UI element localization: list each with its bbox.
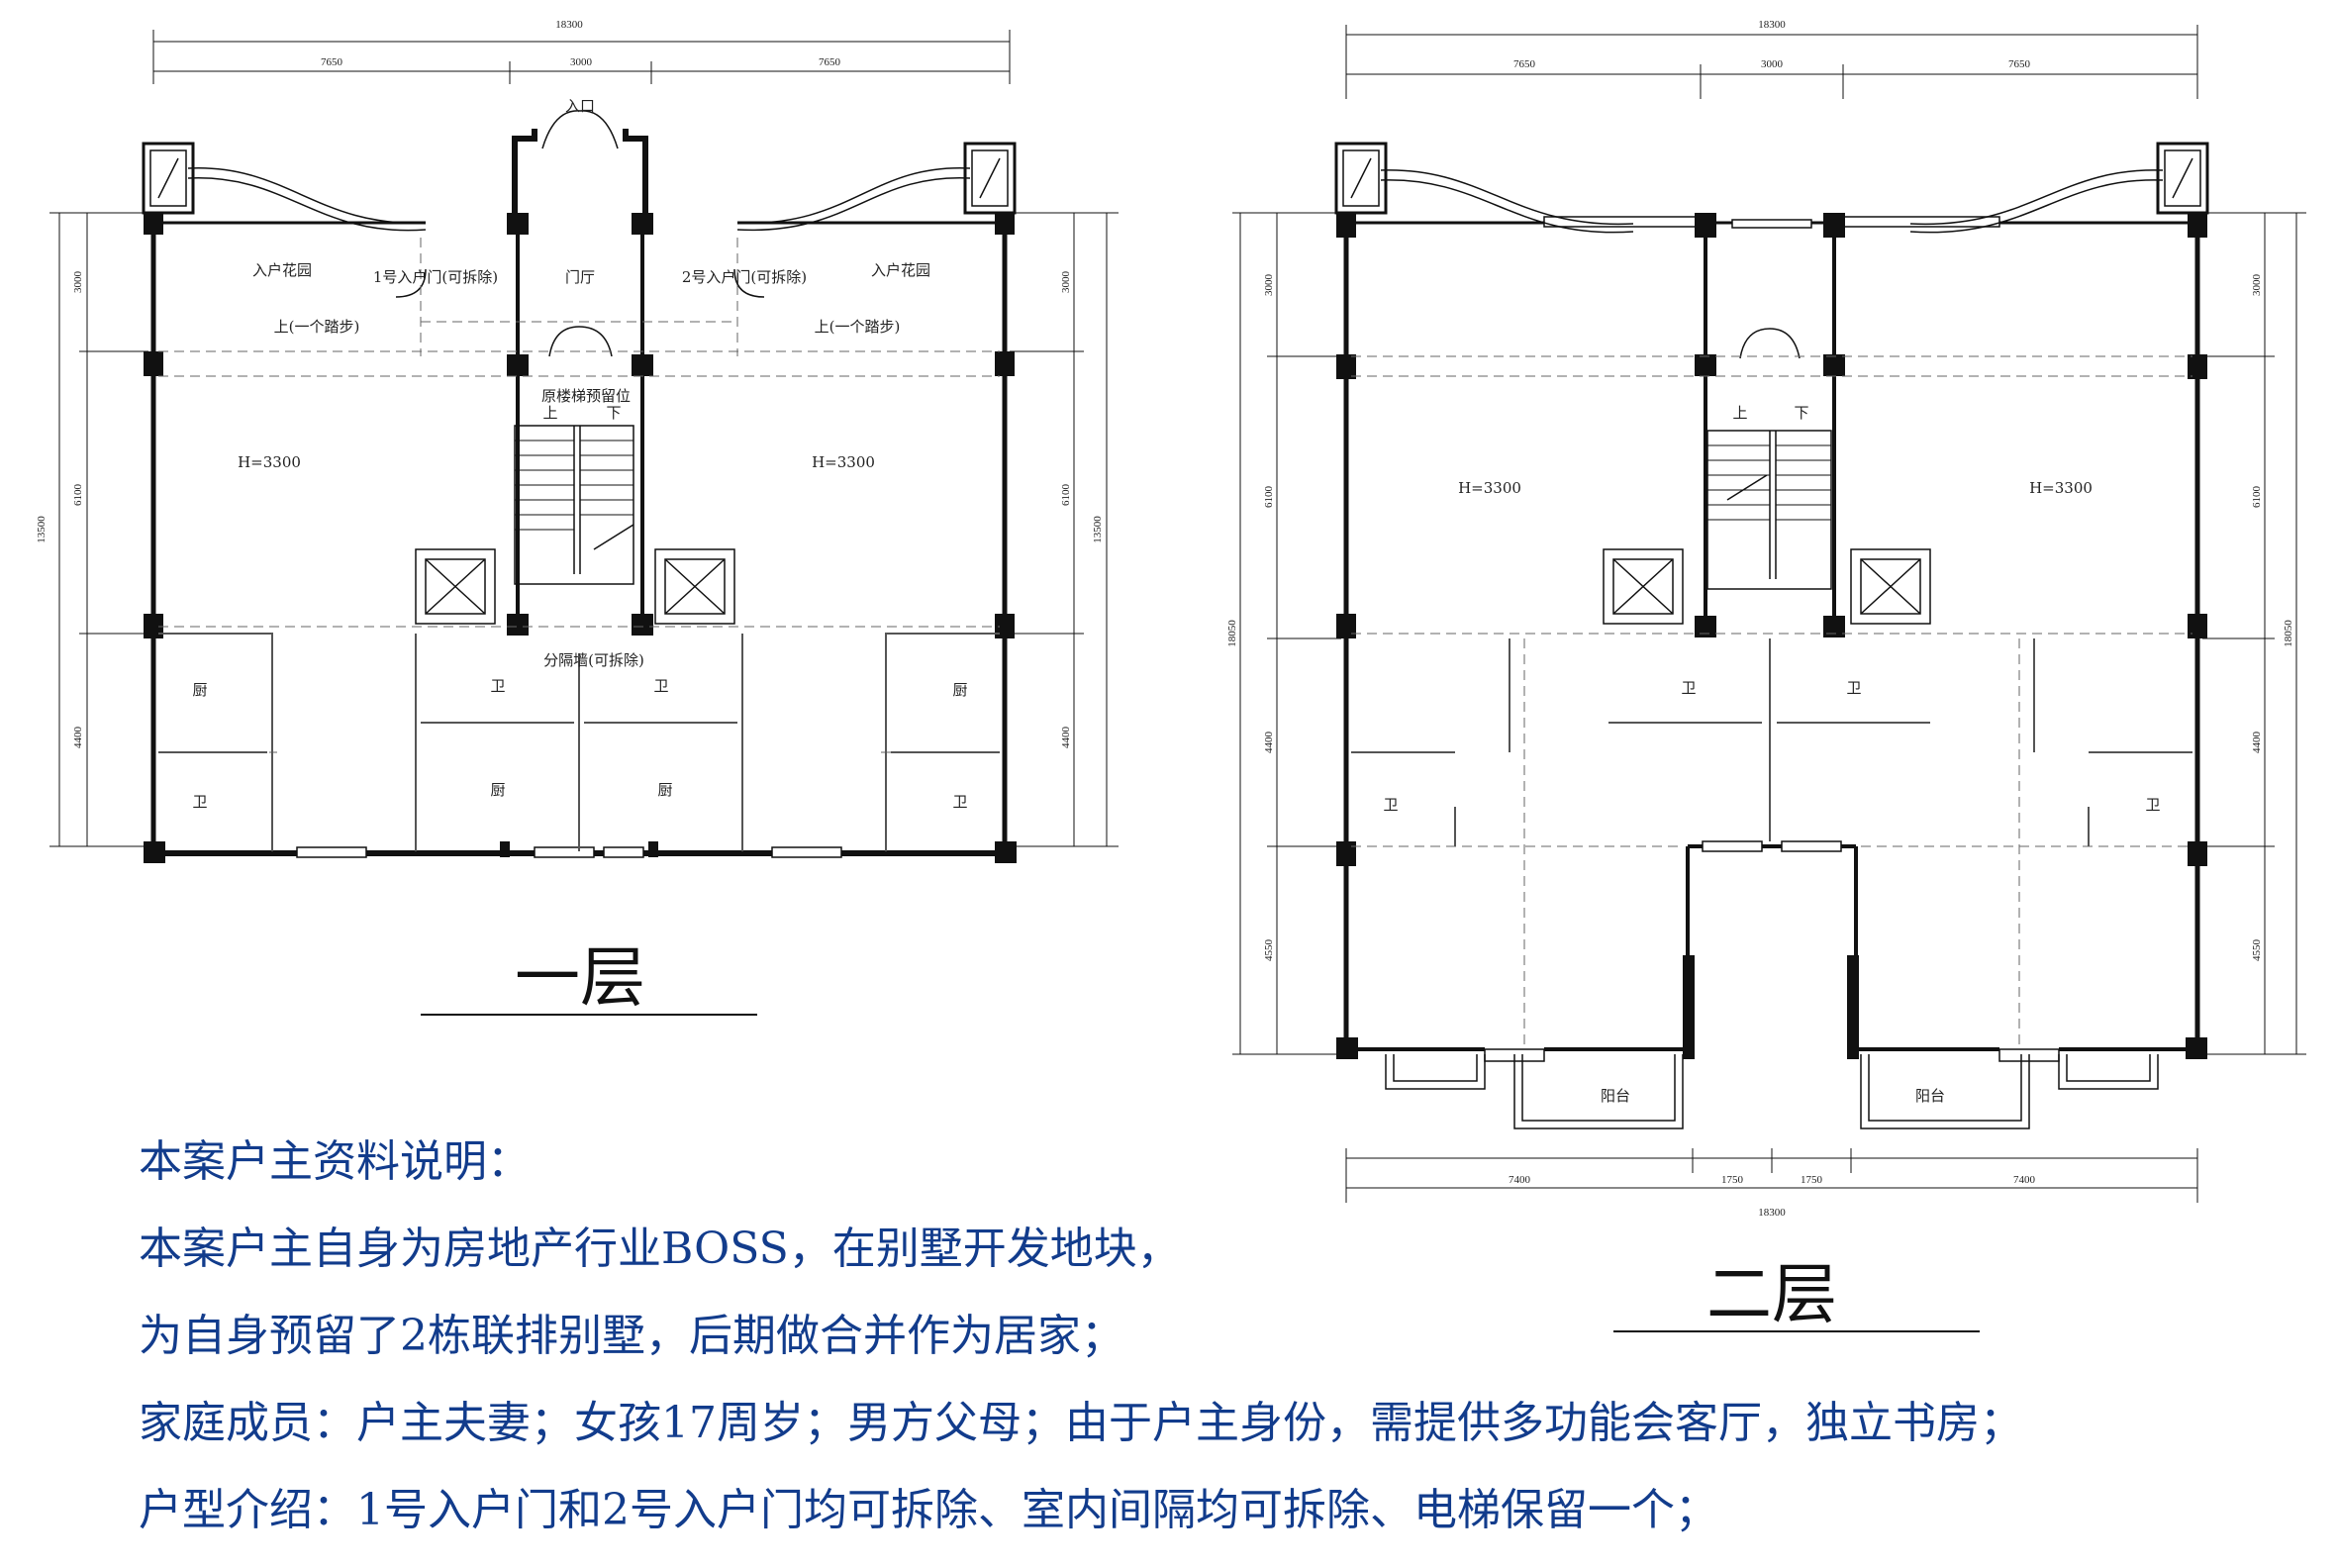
f1-kitchen-label-3: 厨: [490, 781, 505, 799]
f1-top-dim-2: 3000: [570, 56, 593, 68]
f1-kitchen-label-1: 厨: [192, 681, 207, 699]
f2-stair-down-label: 下: [1794, 404, 1808, 422]
f2-title: 二层: [1706, 1256, 1837, 1332]
f2-total-depth-right: 18050: [2283, 620, 2294, 647]
f2-bath-label-2: 卫: [1846, 679, 1861, 697]
floor-1-plan: [49, 30, 1119, 1016]
f1-door2-label: 2号入户门(可拆除): [682, 268, 807, 286]
f2-bottom-dim-2: 1750: [1721, 1174, 1744, 1186]
f2-bottom-dim-1: 7400: [1509, 1174, 1531, 1186]
floor-2-plan: [1232, 25, 2306, 1332]
f1-left-dim-3: 4400: [72, 727, 84, 749]
f1-kitchen-label-2: 厨: [952, 681, 967, 699]
f1-top-dim-3: 7650: [819, 56, 841, 68]
f1-total-width: 18300: [555, 19, 583, 31]
f1-bath-label-3: 卫: [192, 793, 207, 811]
f1-height-left-label: H=3300: [238, 453, 301, 471]
f2-total-depth: 18050: [1226, 620, 1238, 647]
f2-right-dim-1: 3000: [2251, 274, 2263, 297]
notes-line-3: 家庭成员：户主夫妻；女孩17周岁；男方父母；由于户主身份，需提供多功能会客厅，独…: [139, 1398, 2023, 1448]
f1-bath-label-1: 卫: [490, 677, 505, 695]
f2-top-dim-1: 7650: [1513, 58, 1536, 70]
f1-right-dim-2: 6100: [1060, 484, 1072, 507]
f1-entrance-label: 入口: [565, 97, 595, 115]
f2-left-dim-3: 4400: [1263, 732, 1275, 754]
f2-bath-label-4: 卫: [2145, 796, 2160, 814]
f2-bottom-total: 18300: [1758, 1207, 1786, 1219]
f2-stair-up-label: 上: [1732, 404, 1747, 422]
f1-step-right-label: 上(一个踏步): [815, 318, 901, 336]
f1-left-dim-1: 3000: [72, 271, 84, 294]
f2-bottom-dim-4: 7400: [2013, 1174, 2036, 1186]
f2-left-dim-4: 4550: [1263, 939, 1275, 962]
f2-bath-label-1: 卫: [1681, 679, 1696, 697]
f2-top-dim-2: 3000: [1761, 58, 1784, 70]
f1-title: 一层: [515, 939, 645, 1016]
f2-top-dim-3: 7650: [2008, 58, 2031, 70]
f1-kitchen-label-4: 厨: [657, 781, 672, 799]
f1-total-depth: 13500: [36, 516, 48, 543]
f1-right-dim-1: 3000: [1060, 271, 1072, 294]
f2-balcony-right-label: 阳台: [1915, 1087, 1945, 1105]
f1-stair-down-label: 下: [606, 404, 621, 422]
f1-door1-label: 1号入户门(可拆除): [373, 268, 498, 286]
notes-line-2: 为自身预留了2栋联排别墅，后期做合并作为居家；: [139, 1311, 1124, 1361]
f1-top-dim-1: 7650: [321, 56, 343, 68]
f1-garden-right-label: 入户花园: [871, 261, 930, 279]
f1-partition-label: 分隔墙(可拆除): [543, 651, 644, 669]
f2-right-dim-4: 4550: [2251, 939, 2263, 962]
f1-lobby-label: 门厅: [565, 268, 595, 286]
f1-right-dim-3: 4400: [1060, 727, 1072, 749]
f2-right-dim-3: 4400: [2251, 732, 2263, 754]
f2-bath-label-3: 卫: [1383, 796, 1398, 814]
f2-height-right-label: H=3300: [2029, 479, 2093, 497]
f1-stair-reserved-label: 原楼梯预留位: [541, 387, 631, 405]
f1-stair-up-label: 上: [542, 404, 557, 422]
f1-garden-left-label: 入户花园: [252, 261, 312, 279]
notes-line-4: 户型介绍：1号入户门和2号入户门均可拆除、室内间隔均可拆除、电梯保留一个；: [139, 1485, 1718, 1535]
f2-left-dim-1: 3000: [1263, 274, 1275, 297]
owner-notes: 本案户主资料说明： 本案户主自身为房地产行业BOSS，在别墅开发地块， 为自身预…: [139, 1119, 2316, 1554]
f1-left-dim-2: 6100: [72, 484, 84, 507]
f2-right-dim-2: 6100: [2251, 486, 2263, 509]
f1-height-right-label: H=3300: [812, 453, 875, 471]
f2-balcony-left-label: 阳台: [1601, 1087, 1630, 1105]
f2-height-left-label: H=3300: [1458, 479, 1521, 497]
notes-line-1: 本案户主自身为房地产行业BOSS，在别墅开发地块，: [139, 1224, 1181, 1274]
f1-bath-label-2: 卫: [653, 677, 668, 695]
f1-bath-label-4: 卫: [952, 793, 967, 811]
f2-bottom-dim-3: 1750: [1801, 1174, 1823, 1186]
f2-left-dim-2: 6100: [1263, 486, 1275, 509]
f1-total-depth-right: 13500: [1092, 516, 1104, 543]
notes-heading: 本案户主资料说明：: [139, 1136, 531, 1187]
f2-top-total: 18300: [1758, 19, 1786, 31]
f1-step-left-label: 上(一个踏步): [274, 318, 360, 336]
